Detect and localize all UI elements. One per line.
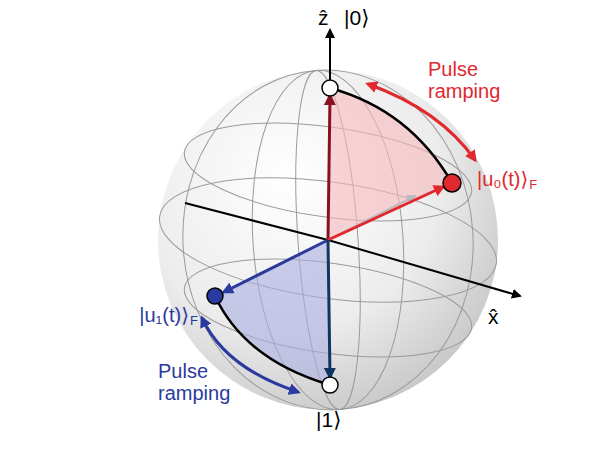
- u0-vector: [328, 187, 443, 240]
- u1-point: [207, 288, 223, 304]
- subscript: F: [529, 178, 537, 192]
- state-label: |u₀(t)⟩: [477, 168, 528, 190]
- red-sector: [328, 88, 452, 240]
- north-point: [322, 80, 338, 96]
- y-axis: [185, 203, 328, 240]
- u0-point: [443, 174, 461, 192]
- z-axis: [329, 30, 331, 82]
- x-axis: [328, 240, 520, 296]
- blue-ramp-arrow: [202, 318, 298, 392]
- red-arc: [330, 88, 452, 183]
- axis-label: x̂: [488, 305, 499, 328]
- annotation: Pulse ramping: [158, 360, 268, 404]
- zero-vector: [328, 96, 330, 240]
- state-label: |u₁(t)⟩: [139, 304, 189, 326]
- state-label: |0⟩: [344, 6, 369, 29]
- state-label: |1⟩: [316, 408, 341, 431]
- grid-lines: [152, 60, 505, 419]
- one-vector: [328, 240, 330, 377]
- axis-label: ẑ: [318, 6, 329, 29]
- subscript: F: [190, 314, 198, 328]
- u1-vector: [224, 240, 328, 292]
- blue-arc: [215, 296, 330, 385]
- south-point: [322, 377, 338, 393]
- blue-sector: [215, 240, 330, 385]
- annotation: Pulse ramping: [428, 58, 538, 102]
- sphere: [158, 70, 498, 410]
